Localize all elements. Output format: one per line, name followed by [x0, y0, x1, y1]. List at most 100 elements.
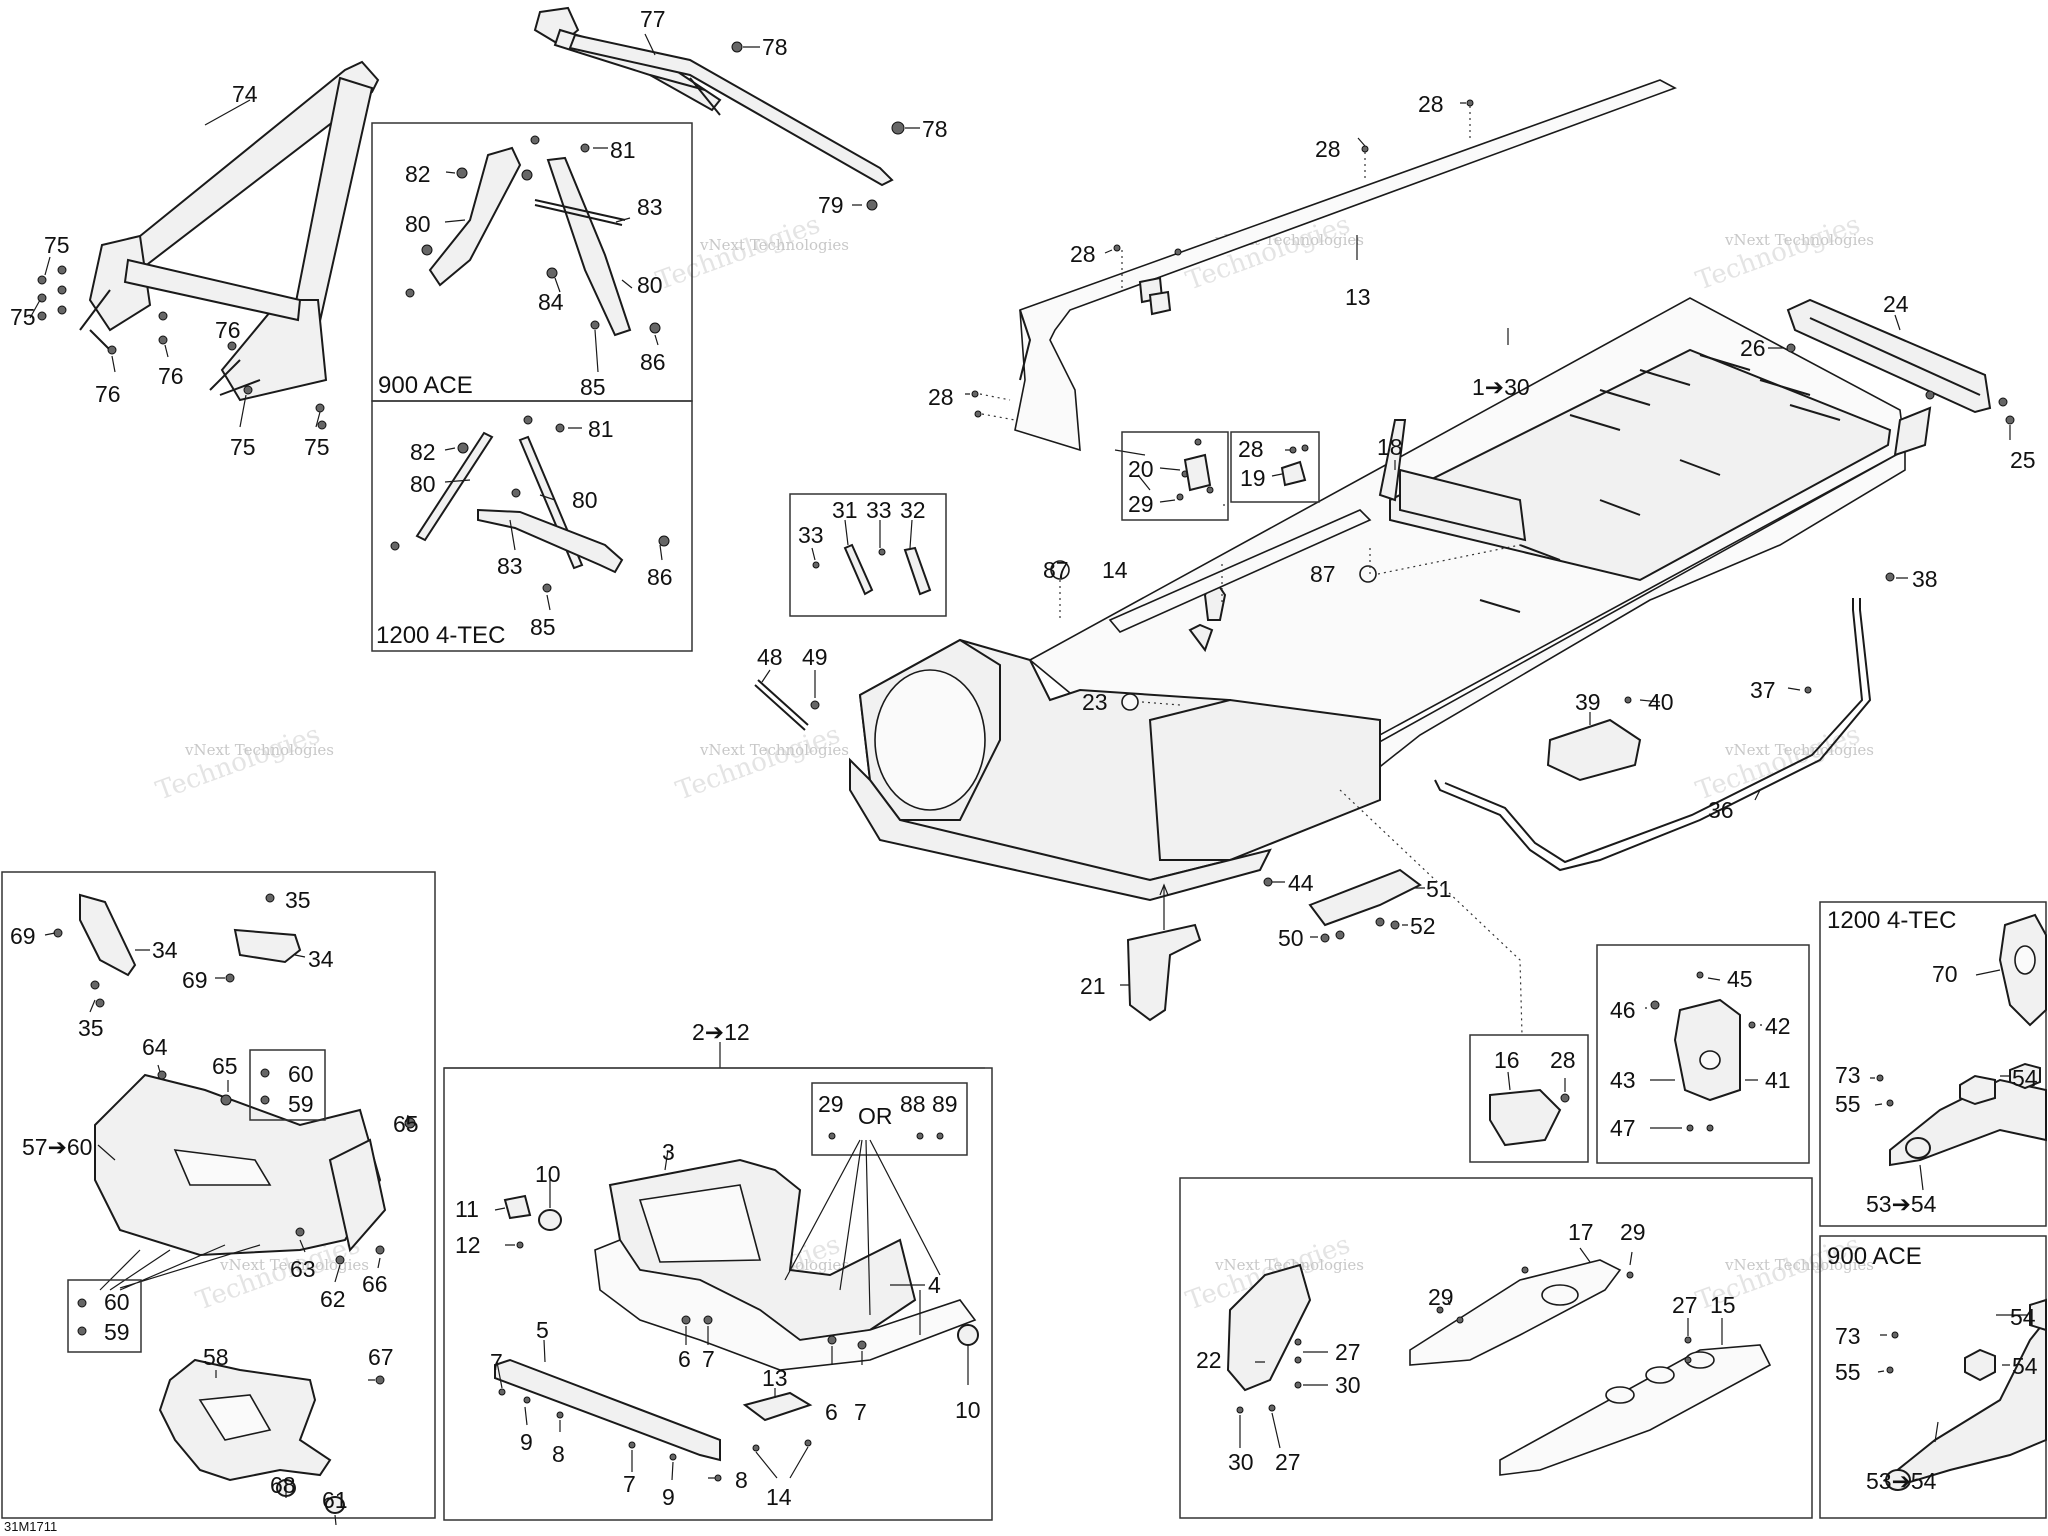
callout-9: 9: [520, 1429, 533, 1455]
panel-hardware-60: [249, 1049, 326, 1121]
callout-44: 44: [1288, 870, 1314, 896]
callout-58: 58: [203, 1344, 229, 1370]
callout-75: 75: [230, 434, 256, 460]
panel-1200-4tec-top: [371, 400, 693, 652]
callout-73: 73: [1835, 1062, 1861, 1088]
callout-45: 45: [1727, 966, 1753, 992]
callout-86: 86: [647, 564, 673, 590]
callout-60: 60: [288, 1061, 314, 1087]
panel-bracket-19: [1230, 431, 1320, 503]
callout-42: 42: [1765, 1013, 1791, 1039]
watermark-brand: vNext Technologies: [1214, 1256, 1364, 1274]
callout-19: 19: [1240, 465, 1266, 491]
brace-kit-900-ace: [405, 135, 661, 373]
watermark-text: Technologies: [672, 720, 844, 807]
callout-81: 81: [610, 137, 636, 163]
callout-82: 82: [405, 161, 431, 187]
callout-75: 75: [304, 434, 330, 460]
panel-front-frame: [443, 1067, 993, 1521]
callout-32: 32: [900, 497, 926, 523]
callout-76: 76: [95, 381, 121, 407]
callout-35: 35: [285, 887, 311, 913]
callout-69: 69: [182, 967, 208, 993]
callout-11: 11: [455, 1196, 479, 1222]
callout-39: 39: [1575, 689, 1601, 715]
callout-28: 28: [1418, 91, 1444, 117]
engine-mount-57: [94, 1064, 416, 1291]
callout-47: 47: [1610, 1115, 1636, 1141]
callout-57-60: 57➔60: [22, 1134, 92, 1160]
watermark-text: Technologies: [152, 720, 324, 807]
callout-77: 77: [640, 6, 666, 32]
plate-17: [1409, 1247, 1634, 1366]
panel-bracket-16: [1469, 1034, 1589, 1163]
callout-9: 9: [662, 1484, 675, 1510]
watermark-brand: vNext Technologies: [1724, 741, 1874, 759]
callout-84: 84: [538, 289, 564, 315]
callout-20: 20: [1128, 456, 1154, 482]
callout-60: 60: [104, 1289, 130, 1315]
connector-line: [1339, 789, 1523, 1036]
callout-53-54: 53➔54: [1866, 1468, 1937, 1494]
callout-46: 46: [1610, 997, 1636, 1023]
callout-16: 16: [1494, 1047, 1520, 1073]
callout-53-54: 53➔54: [1866, 1191, 1937, 1217]
bracket-21: [1120, 883, 1202, 1022]
callout-14: 14: [1102, 557, 1128, 583]
option-or: OR: [858, 1103, 893, 1129]
callout-86: 86: [640, 349, 666, 375]
callout-50: 50: [1278, 925, 1304, 951]
callout-74: 74: [232, 81, 258, 107]
rail-5: [494, 1339, 722, 1482]
bracket-20: [1159, 438, 1214, 503]
callout-87: 87: [1310, 561, 1336, 587]
callout-10: 10: [955, 1397, 981, 1423]
cover-13: [742, 1388, 813, 1479]
callout-29: 29: [1428, 1284, 1454, 1310]
callout-49: 49: [802, 644, 828, 670]
callout-59: 59: [288, 1091, 314, 1117]
callout-33: 33: [798, 522, 824, 548]
callout-75: 75: [44, 232, 70, 258]
callout-80: 80: [637, 272, 663, 298]
support-arm-77: [533, 6, 920, 211]
bracket-16: [1489, 1071, 1570, 1147]
bracket-22: [1226, 1263, 1328, 1449]
callout-18: 18: [1377, 434, 1403, 460]
callout-37: 37: [1750, 677, 1776, 703]
bracket-19: [1271, 446, 1307, 487]
callout-13: 13: [762, 1365, 788, 1391]
panel-bracket-20: [1121, 431, 1229, 521]
panel-bracket-line: [444, 1042, 985, 1069]
support-31: [811, 519, 932, 596]
callout-7: 7: [490, 1349, 503, 1375]
callout-1-30: 1➔30: [1472, 374, 1530, 400]
callout-54: 54: [2012, 1065, 2038, 1091]
callout-65: 65: [393, 1111, 419, 1137]
watermark-brand: vNext Technologies: [699, 236, 849, 254]
panel-rear-plates: [1179, 1177, 1813, 1519]
callout-40: 40: [1648, 689, 1674, 715]
callout-69: 69: [10, 923, 36, 949]
callout-54: 54: [2010, 1304, 2036, 1330]
callout-73: 73: [1835, 1323, 1861, 1349]
mount-58: [158, 1358, 385, 1526]
callout-8: 8: [552, 1441, 565, 1467]
callout-41: 41: [1765, 1067, 1791, 1093]
callout-62: 62: [320, 1286, 346, 1312]
chassis-frame: [849, 248, 1932, 902]
callout-64: 64: [142, 1034, 168, 1060]
panel-support-31: [789, 493, 947, 617]
callout-28: 28: [928, 384, 954, 410]
callout-67: 67: [368, 1344, 394, 1370]
diagram-reference-code: 31M1711: [4, 1519, 57, 1534]
callout-36: 36: [1708, 797, 1734, 823]
panel-title: 900 ACE: [1827, 1243, 1922, 1270]
callout-22: 22: [1196, 1347, 1222, 1373]
callout-25: 25: [2010, 447, 2036, 473]
shield-34: [44, 893, 306, 1013]
callout-51: 51: [1426, 876, 1452, 902]
callout-66: 66: [362, 1271, 388, 1297]
callout-88: 88: [900, 1091, 926, 1117]
